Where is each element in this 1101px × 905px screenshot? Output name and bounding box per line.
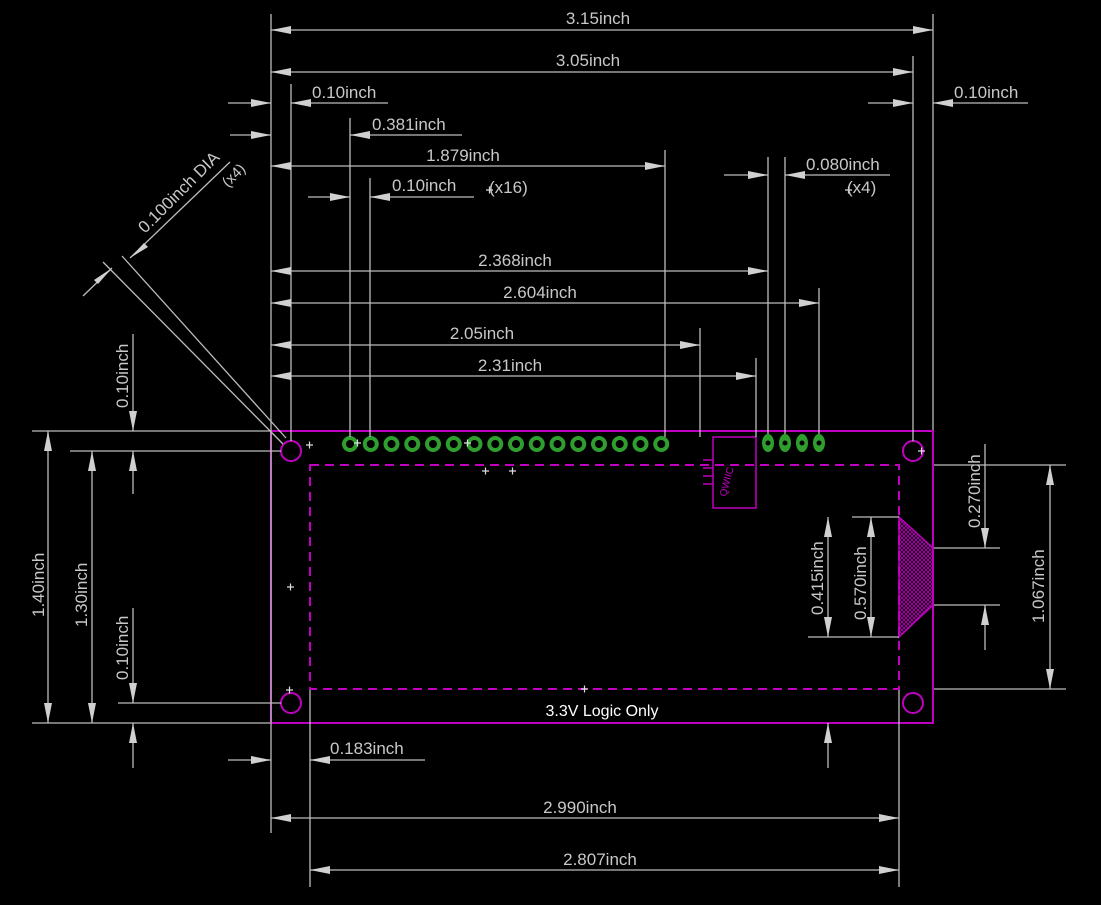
dim-display-height: 1.067inch bbox=[1029, 549, 1048, 623]
dim-small-pin-pitch: 0.080inch bbox=[806, 155, 880, 174]
dim-overall-width: 3.15inch bbox=[566, 9, 630, 28]
dim-flex-top-offset: 0.270inch bbox=[965, 454, 984, 528]
origin-markers bbox=[286, 186, 925, 694]
flex-cable-shape bbox=[898, 515, 934, 639]
dim-last-pin-offset: 1.879inch bbox=[426, 146, 500, 165]
header-pin-hole bbox=[553, 440, 562, 448]
board-outline bbox=[270, 430, 934, 724]
header-pin-hole bbox=[595, 440, 603, 448]
header-pin-hole bbox=[449, 440, 458, 448]
dim-connector-right: 2.31inch bbox=[478, 356, 542, 375]
dim-first-pin-offset: 0.381inch bbox=[372, 115, 446, 134]
dim-pin-count: (x16) bbox=[489, 178, 528, 197]
dim-display-right-extent: 2.990inch bbox=[543, 798, 617, 817]
dim-top-hole-offset: 0.10inch bbox=[113, 344, 132, 408]
header-pin-hole bbox=[636, 440, 645, 448]
connector-label: QWIIC bbox=[718, 466, 736, 498]
dim-display-width: 2.807inch bbox=[563, 850, 637, 869]
dim-overall-height: 1.40inch bbox=[29, 553, 48, 617]
vertical-dimensions: 1.40inch 1.30inch 0.10inch 0.10inch 0.27… bbox=[29, 334, 1054, 768]
mounting-hole-top-left bbox=[280, 440, 302, 462]
dim-left-hole-offset: 0.10inch bbox=[312, 83, 376, 102]
header-pin-hole bbox=[615, 440, 624, 448]
dim-small-pin-start: 2.368inch bbox=[478, 251, 552, 270]
dim-hole-span: 3.05inch bbox=[556, 51, 620, 70]
dim-bottom-hole-offset: 0.10inch bbox=[113, 616, 132, 680]
dim-hole-count: (x4) bbox=[219, 161, 249, 191]
dim-hole-diameter: 0.100inch DIA bbox=[134, 147, 223, 236]
board: QWIIC 3.3V Logic Only bbox=[270, 186, 934, 724]
board-note: 3.3V Logic Only bbox=[546, 703, 659, 720]
mounting-hole-bottom-right bbox=[902, 692, 924, 714]
header-pins bbox=[342, 436, 670, 452]
dim-connector-left: 2.05inch bbox=[450, 324, 514, 343]
header-pin-hole bbox=[532, 440, 541, 448]
small-pins bbox=[762, 434, 825, 452]
header-pin-hole bbox=[470, 440, 479, 448]
header-pin-hole bbox=[657, 440, 666, 448]
dim-flex-inner: 0.415inch bbox=[808, 541, 827, 615]
mounting-hole-bottom-left bbox=[280, 692, 302, 714]
dim-flex-outer: 0.570inch bbox=[851, 546, 870, 620]
horizontal-dimensions: 3.15inch 3.05inch 0.10inch 0.10inch 0.38… bbox=[228, 9, 1028, 874]
connector-outline bbox=[712, 436, 757, 509]
header-pin-hole bbox=[574, 440, 583, 448]
flex-cable bbox=[898, 515, 934, 639]
dim-pin-pitch: 0.10inch bbox=[392, 176, 456, 195]
dim-display-left-offset: 0.183inch bbox=[330, 739, 404, 758]
dim-small-pin-end: 2.604inch bbox=[503, 283, 577, 302]
header-pin-hole bbox=[512, 440, 520, 448]
dim-right-hole-offset: 0.10inch bbox=[954, 83, 1018, 102]
header-pin-hole bbox=[346, 440, 354, 448]
header-pin-hole bbox=[387, 440, 396, 448]
qwiic-connector: QWIIC bbox=[703, 436, 757, 509]
dim-small-pin-count: (x4) bbox=[847, 178, 876, 197]
header-pin-hole bbox=[408, 440, 417, 448]
header-pin-hole bbox=[491, 440, 500, 448]
extension-lines bbox=[32, 14, 1066, 887]
header-pin-hole bbox=[429, 440, 437, 448]
header-pin-hole bbox=[366, 440, 375, 448]
dim-hole-vertical-span: 1.30inch bbox=[72, 563, 91, 627]
